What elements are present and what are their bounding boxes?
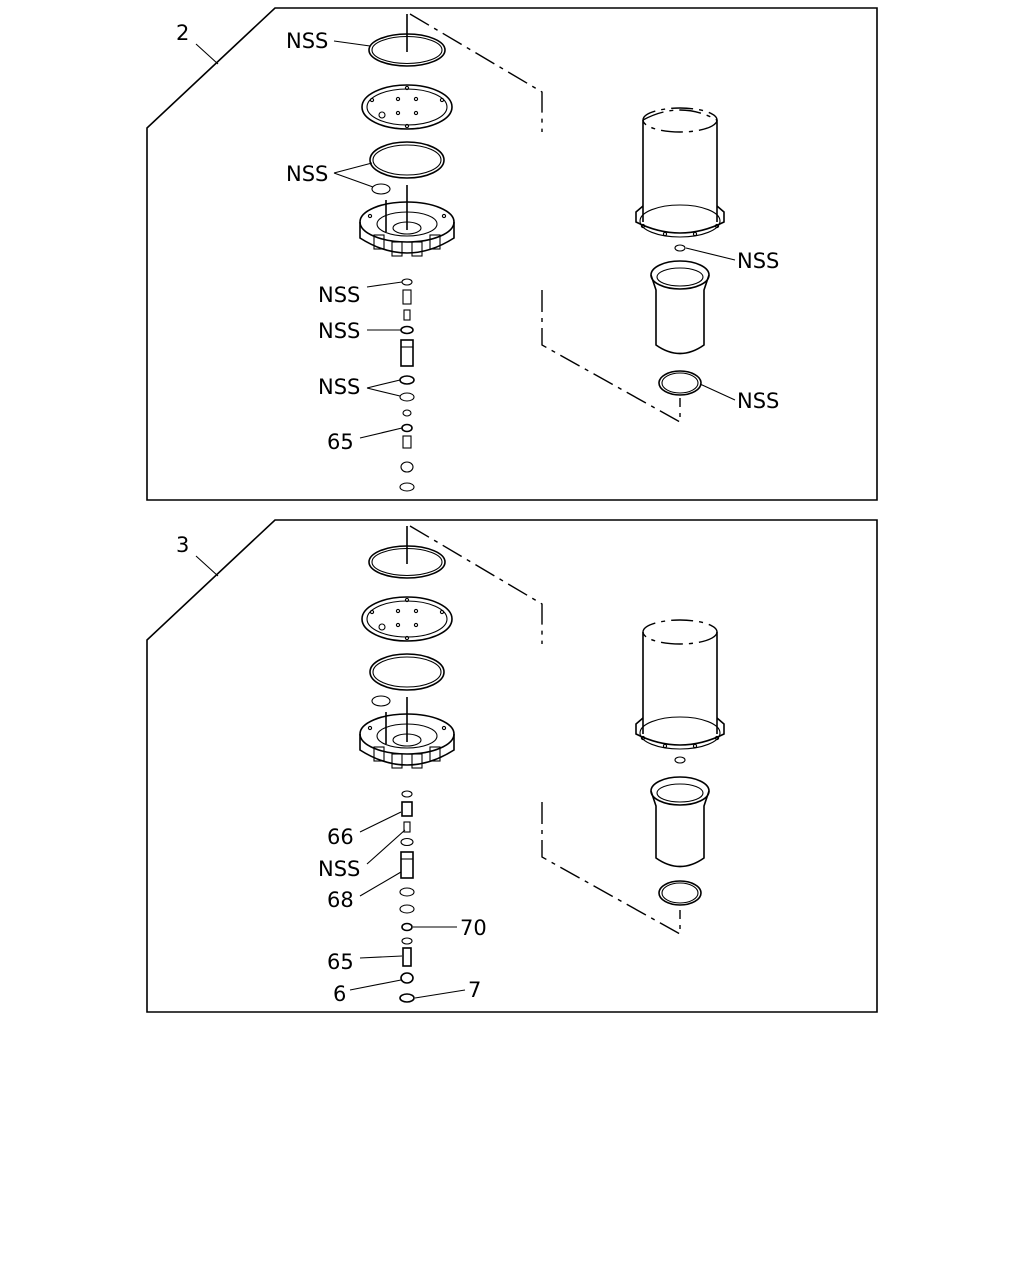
small-ring-2 (402, 409, 412, 417)
callout-68: 68 (327, 888, 354, 912)
gasket-plate (361, 596, 453, 642)
o-ring-right (658, 370, 702, 396)
callouts-panel-2: NSS NSS NSS NSS NSS 65 NSS NSS (286, 29, 779, 454)
callout-nss: NSS (286, 162, 328, 186)
callout-6: 6 (333, 982, 346, 1006)
ring-70 (401, 922, 413, 932)
callout-65: 65 (327, 950, 354, 974)
left-stack-3 (359, 526, 455, 1003)
filter-element (650, 274, 710, 355)
valve-housing (359, 185, 455, 257)
plug-1 (402, 289, 412, 305)
small-o-ring (371, 695, 391, 707)
o-ring-small-b (399, 392, 415, 402)
gasket-plate (361, 84, 453, 130)
panel-3-number: 3 (176, 533, 189, 557)
panel-3-connector-top (409, 525, 543, 644)
panel-2-number: 2 (176, 21, 189, 45)
washer-1 (400, 837, 414, 847)
small-ring-1 (401, 278, 413, 286)
o-ring-middle (369, 141, 445, 179)
o-ring-small-b (399, 904, 415, 914)
callout-nss: NSS (318, 319, 360, 343)
nut-6 (400, 972, 414, 984)
plug-66 (401, 801, 413, 817)
callout-nss: NSS (286, 29, 328, 53)
filter-bowl (642, 120, 718, 222)
panel-3-frame (146, 519, 878, 1013)
small-seal-right (674, 244, 686, 252)
o-ring-top (368, 545, 446, 579)
o-ring-small-a (399, 375, 415, 385)
callout-nss: NSS (737, 249, 779, 273)
filter-bowl (642, 632, 718, 734)
small-ring-1 (401, 790, 413, 798)
callouts-panel-3: 66 NSS 68 70 65 6 7 (318, 811, 487, 1006)
callout-nss: NSS (318, 283, 360, 307)
o-ring-top (368, 33, 446, 67)
washer-7 (399, 993, 415, 1003)
plug-65 (402, 947, 412, 967)
callout-nss: NSS (318, 857, 360, 881)
o-ring-small-a (399, 887, 415, 897)
panel-2-frame (146, 7, 878, 501)
fitting-1 (400, 339, 414, 367)
seal-65-a (401, 423, 413, 433)
small-o-ring (371, 183, 391, 195)
callout-nss: NSS (318, 375, 360, 399)
small-ring-2 (401, 937, 413, 945)
panel-3-connector-bottom (541, 802, 681, 936)
washer-1 (400, 325, 414, 335)
filter-element-top (650, 260, 710, 290)
callout-7: 7 (468, 978, 481, 1002)
small-seal-right (674, 756, 686, 764)
plug-2 (402, 435, 412, 449)
left-stack-2 (359, 14, 455, 492)
callout-65: 65 (327, 430, 354, 454)
right-assembly-3 (635, 619, 725, 906)
panel-2-connector-top (409, 13, 543, 132)
callout-nss: NSS (737, 389, 779, 413)
panel-2: 2 (146, 7, 878, 501)
valve-housing (359, 697, 455, 769)
spring-1 (403, 309, 411, 321)
o-ring-middle (369, 653, 445, 691)
callout-70: 70 (460, 916, 487, 940)
spring-nss (403, 821, 411, 833)
callout-66: 66 (327, 825, 354, 849)
panel-3: 3 (146, 519, 878, 1013)
panel-2-connector-bottom (541, 290, 681, 424)
o-ring-right (658, 880, 702, 906)
panel-2-number-leader (195, 43, 219, 65)
filter-element-top (650, 776, 710, 806)
filter-element (650, 790, 710, 868)
washer-bottom (399, 482, 415, 492)
nut-1 (400, 461, 414, 473)
fitting-68 (400, 851, 414, 879)
right-assembly-2 (635, 107, 725, 396)
